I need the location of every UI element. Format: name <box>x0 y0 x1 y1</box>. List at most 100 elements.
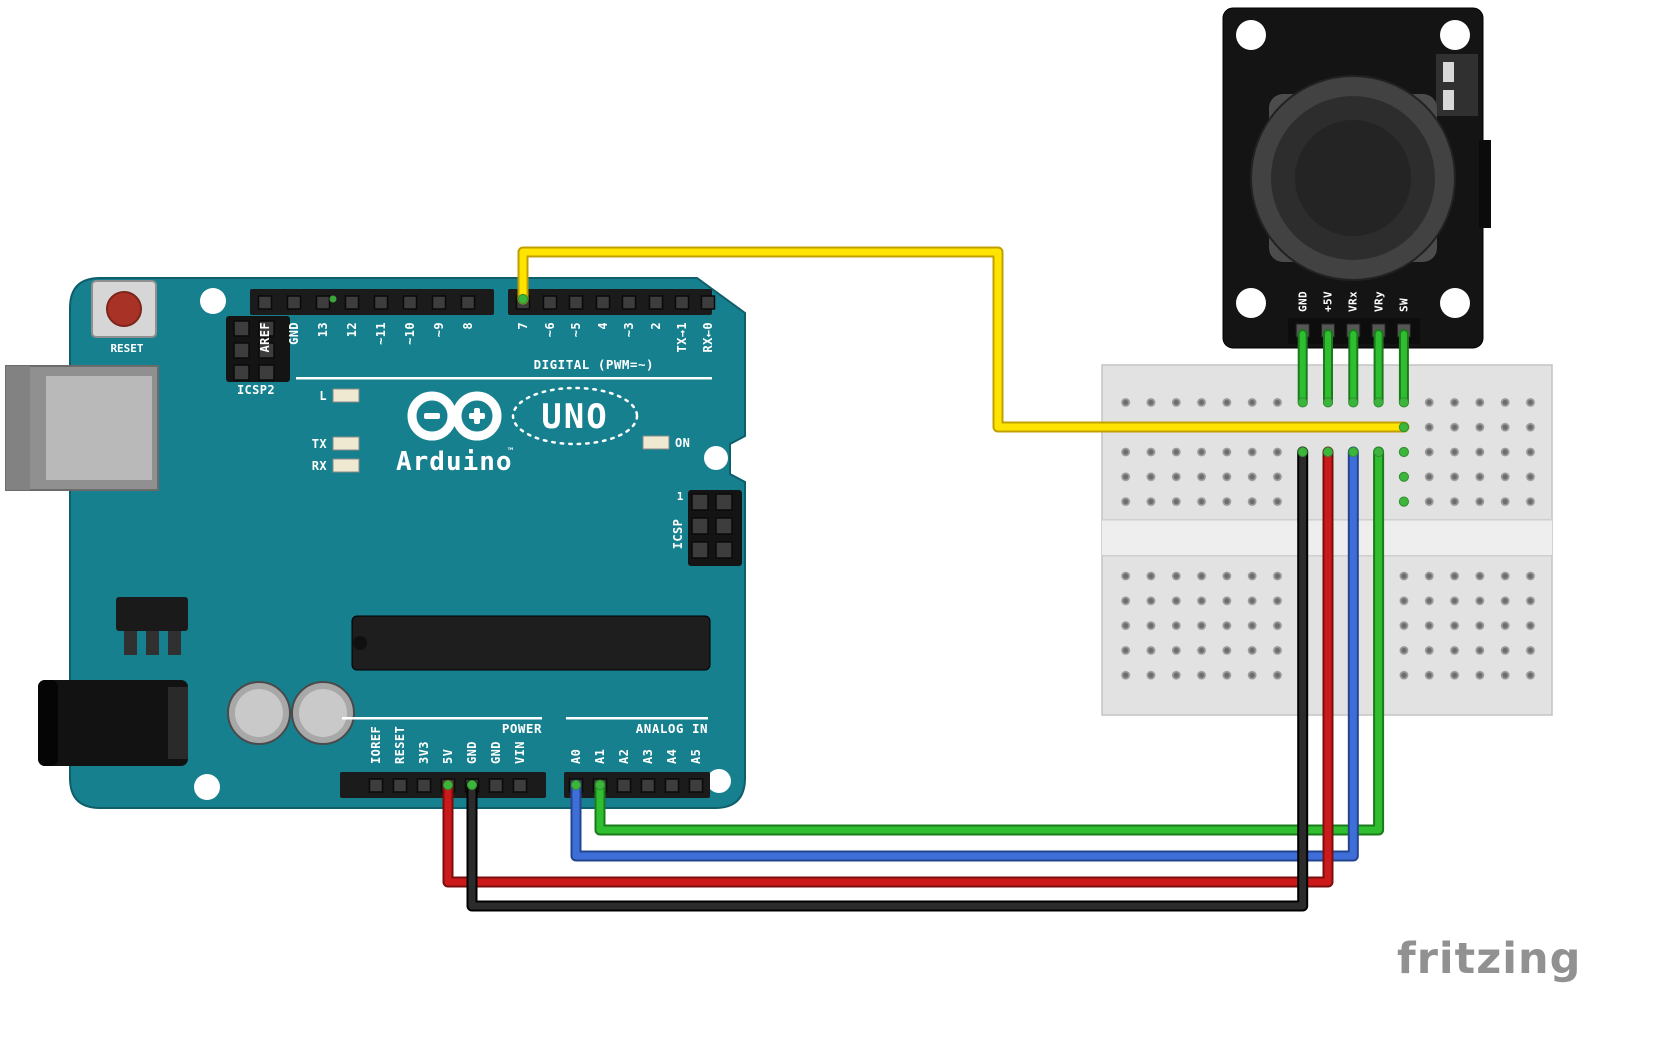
atmega-chip <box>351 615 711 671</box>
connection-dot <box>1373 397 1384 408</box>
model-label: UNO <box>541 397 608 437</box>
joystick-knob[interactable] <box>1250 75 1456 281</box>
arduino-board[interactable]: RESET ICSP2 AREF GND 13 12 ~11 ~1 <box>5 277 746 809</box>
connection-dot <box>594 779 606 791</box>
brand-label: Arduino <box>396 447 513 477</box>
capacitor <box>291 681 355 745</box>
mounting-hole <box>1236 288 1266 318</box>
icsp2-header[interactable] <box>226 316 290 382</box>
connection-dot <box>1322 446 1334 458</box>
joystick-pin-label-gnd: GND <box>1297 291 1310 312</box>
via-dot <box>329 295 337 303</box>
usb-port <box>5 365 159 491</box>
pin-label-gnd1: GND <box>465 741 479 764</box>
capacitor <box>227 681 291 745</box>
pin-label-a1: A1 <box>593 749 607 764</box>
icsp-header[interactable] <box>688 490 742 566</box>
connection-dot <box>1398 397 1409 408</box>
pin-label-rx0: RX←0 <box>701 322 715 353</box>
pin-label-a3: A3 <box>641 749 655 764</box>
digital-caption: DIGITAL (PWM=~) <box>534 357 654 372</box>
mounting-hole <box>1440 288 1470 318</box>
reset-label: RESET <box>110 342 143 355</box>
pin-label-ioref: IOREF <box>369 726 383 764</box>
wire-black-gnd[interactable] <box>466 446 1309 912</box>
led-l-label: L <box>319 389 327 403</box>
pin-label-7: 7 <box>516 322 530 330</box>
analog-header[interactable] <box>564 772 710 798</box>
connection-dot <box>1398 446 1409 458</box>
pin-label-reset: RESET <box>393 726 407 764</box>
pin-label-11: ~11 <box>374 322 388 345</box>
pin-label-8: 8 <box>461 322 475 330</box>
pin-label-3v3: 3V3 <box>417 741 431 764</box>
pin-label-12: 12 <box>345 322 359 337</box>
voltage-regulator <box>116 597 188 655</box>
connection-dot <box>1373 446 1384 458</box>
pin-label-5v: 5V <box>441 749 455 764</box>
arduino-logo-icon <box>407 391 502 441</box>
icsp2-label: ICSP2 <box>237 383 275 397</box>
wire-green-vry[interactable] <box>594 446 1385 836</box>
pin-label-a4: A4 <box>665 749 679 764</box>
pin-label-5: ~5 <box>569 322 583 337</box>
pin-label-2: 2 <box>649 322 663 330</box>
connection-dot <box>1398 471 1409 482</box>
analog-divider <box>566 717 708 720</box>
reset-button[interactable] <box>91 280 157 338</box>
reset-button-cap[interactable] <box>106 291 142 327</box>
wire-blue-vrx[interactable] <box>570 446 1359 862</box>
connection-dot <box>466 779 478 791</box>
wire-red-5v[interactable] <box>442 446 1334 888</box>
led-l <box>332 388 360 403</box>
mounting-hole <box>200 288 226 314</box>
wire-yellow-sw[interactable] <box>517 246 1410 433</box>
connection-dot <box>1297 446 1308 458</box>
pin-label-a2: A2 <box>617 749 631 764</box>
digital-divider <box>296 377 712 380</box>
connection-dot <box>570 779 582 791</box>
connection-dot <box>1322 397 1334 408</box>
pin-label-a5: A5 <box>689 749 703 764</box>
joystick-pin-label-vry: VRy <box>1373 291 1386 312</box>
led-on-label: ON <box>675 436 690 450</box>
mounting-hole <box>1440 20 1470 50</box>
connector-tab <box>1479 140 1491 228</box>
digital-header[interactable] <box>250 289 716 315</box>
joystick-pin-label-sw: SW <box>1398 298 1411 312</box>
led-rx <box>332 458 360 473</box>
uno-badge-outline <box>511 386 639 446</box>
connection-dot <box>1348 446 1359 458</box>
led-tx <box>332 436 360 451</box>
smd-component <box>1436 54 1478 116</box>
pin-label-10: ~10 <box>403 322 417 345</box>
analog-caption: ANALOG IN <box>636 721 708 736</box>
connection-dot <box>1348 397 1359 408</box>
fritzing-watermark: fritzing <box>1397 934 1581 984</box>
pin-label-9: ~9 <box>432 322 446 337</box>
joystick-pin-label-vrx: VRx <box>1347 291 1360 312</box>
pin-label-tx1: TX→1 <box>675 322 689 353</box>
power-jack <box>38 680 188 766</box>
joystick-module[interactable]: GND +5V VRx VRy SW <box>1222 7 1491 349</box>
pin-label-6: ~6 <box>543 322 557 337</box>
mounting-hole <box>194 774 220 800</box>
mounting-hole <box>704 446 728 470</box>
pin-label-aref: AREF <box>258 322 272 353</box>
connection-dot <box>1398 496 1409 507</box>
brand-trademark: ™ <box>507 447 513 457</box>
connection-dot <box>1398 422 1409 433</box>
led-tx-label: TX <box>312 437 328 451</box>
wires <box>442 246 1410 912</box>
arduino-pcb <box>69 277 746 809</box>
power-divider <box>342 717 542 720</box>
led-on <box>642 435 670 450</box>
icsp-label: ICSP <box>671 519 685 550</box>
pin-label-vin: VIN <box>513 741 527 764</box>
pin-label-4: 4 <box>596 322 610 330</box>
pin-label-a0: A0 <box>569 749 583 764</box>
led-rx-label: RX <box>312 459 328 473</box>
connection-dot <box>442 779 454 791</box>
